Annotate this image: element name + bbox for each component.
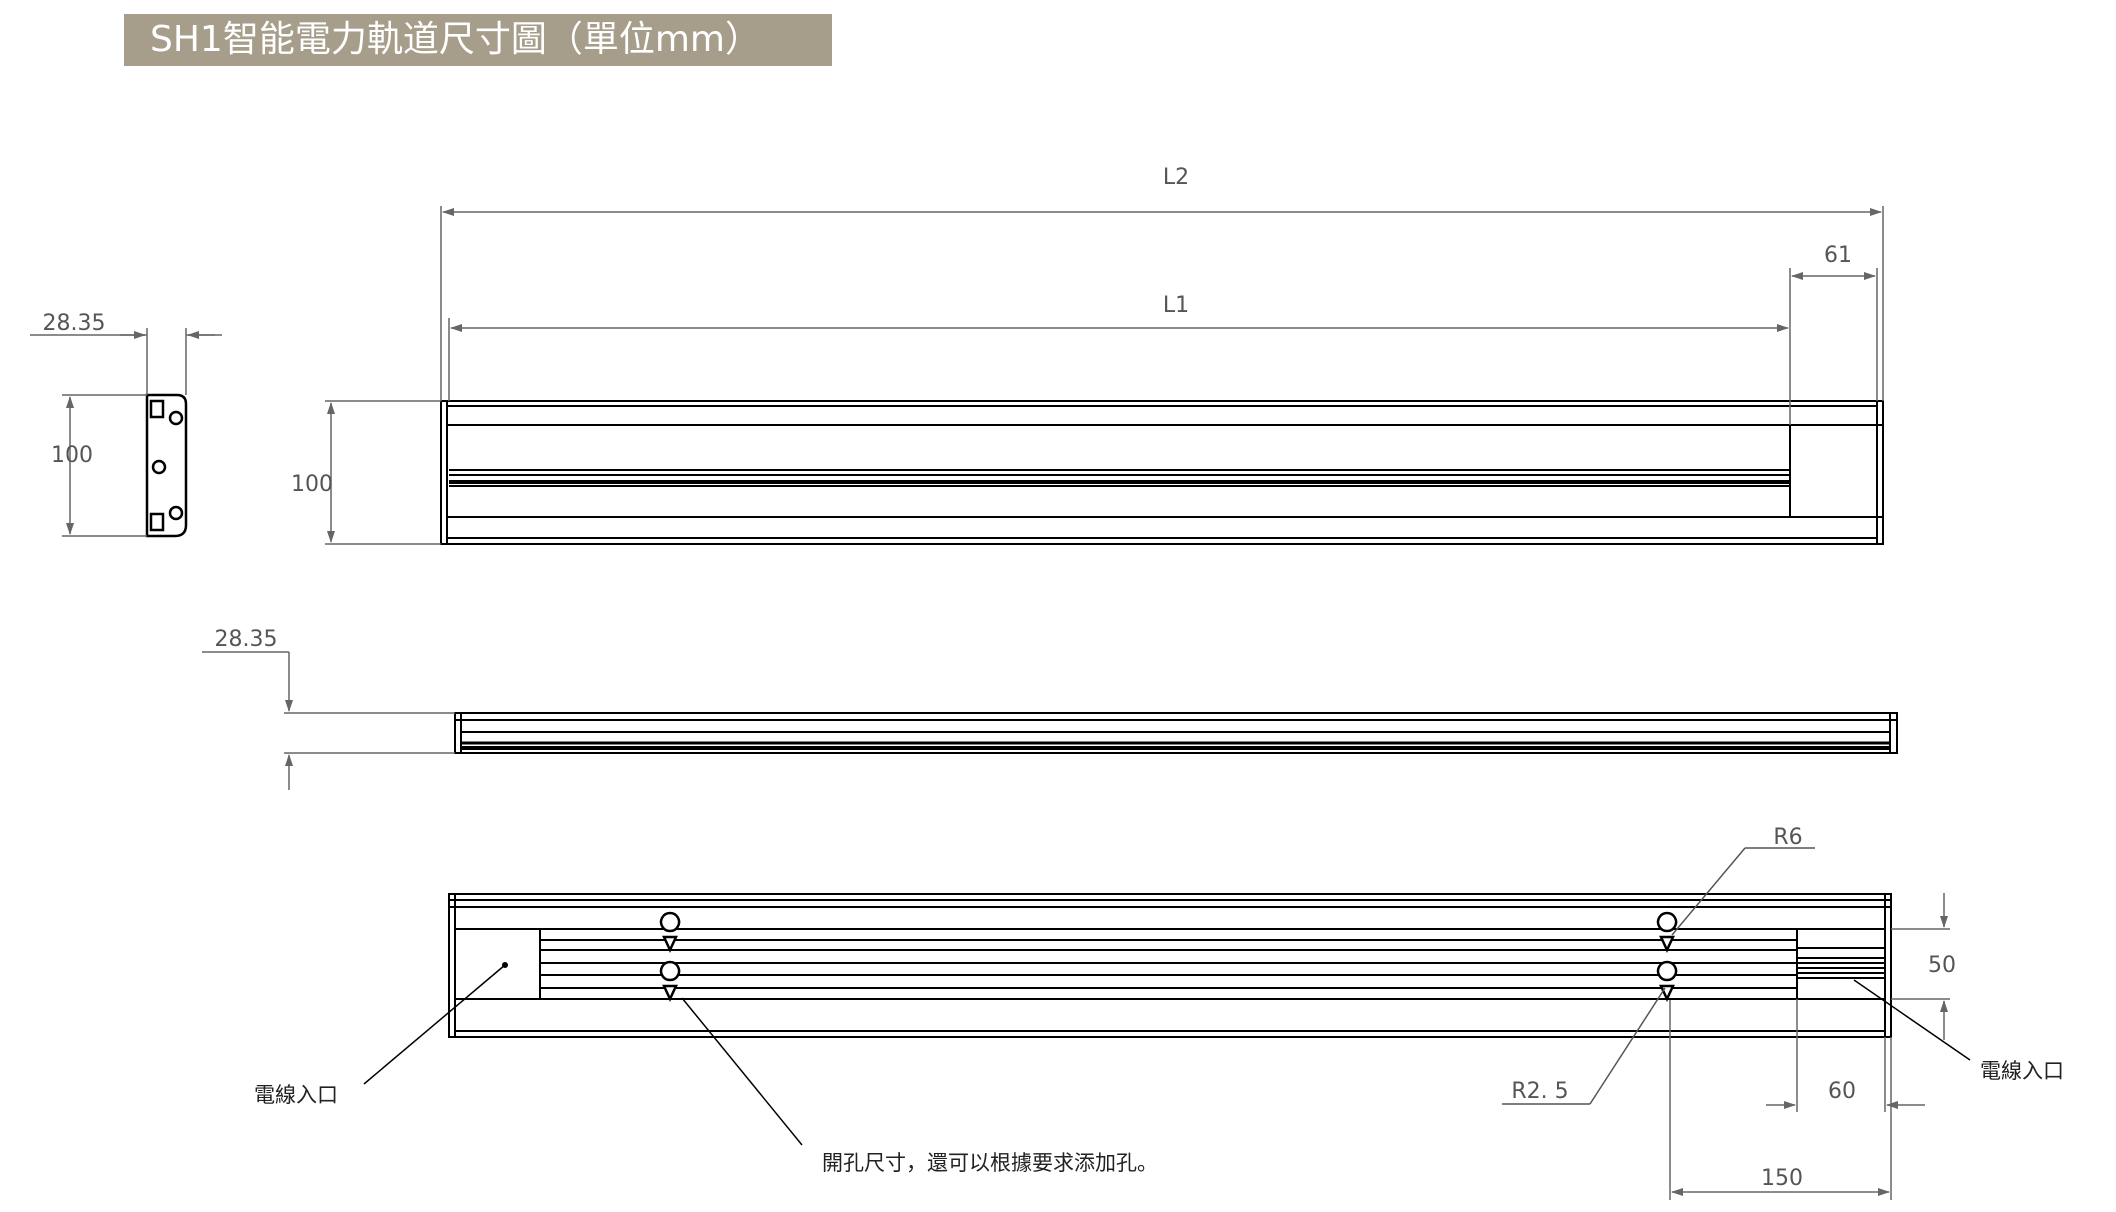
mounting-hole [659, 911, 681, 953]
dimension-61-label: 61 [1824, 243, 1852, 268]
dimension-50 [1891, 893, 1950, 1040]
hole-note-label: 開孔尺寸，還可以根據要求添加孔。 [822, 1151, 1158, 1175]
profile-view [454, 712, 1898, 754]
dimension-150-label: 150 [1761, 1166, 1803, 1191]
dimension-front-height [325, 400, 441, 545]
leader-lines [363, 964, 1971, 1146]
mounting-hole [1656, 911, 1678, 953]
front-view [440, 400, 1884, 545]
front-view-end-cap [1789, 424, 1878, 518]
dimension-l2 [440, 206, 1884, 401]
dimension-150 [1669, 1000, 1892, 1200]
mounting-hole [1656, 960, 1678, 1002]
dimension-side-height-label: 100 [51, 443, 93, 468]
dimension-50-label: 50 [1928, 953, 1956, 978]
dimension-profile-width-label: 28.35 [215, 627, 278, 652]
dimension-l1-label: L1 [1163, 293, 1189, 318]
mounting-hole [659, 960, 681, 1002]
dimension-60-label: 60 [1828, 1079, 1856, 1104]
radius-r6-label: R6 [1773, 825, 1802, 850]
bottom-view [448, 893, 1892, 1038]
front-view-outer [440, 400, 1884, 545]
dimension-side-height [62, 394, 147, 537]
radius-leaders [1502, 847, 1815, 1105]
dimension-side-width-label: 28.35 [43, 311, 106, 336]
side-view [145, 393, 188, 538]
dimension-60 [1766, 999, 1925, 1112]
dimension-61 [1791, 268, 1878, 401]
dimension-profile-width [202, 651, 455, 790]
dimension-l2-label: L2 [1163, 165, 1189, 190]
page-title: SH1智能電力軌道尺寸圖（單位mm） [124, 14, 832, 66]
dimension-front-height-label: 100 [291, 472, 333, 497]
wire-entry-left-box [454, 928, 541, 1000]
dimension-side-width [30, 328, 222, 395]
dimension-l1 [448, 268, 1791, 425]
mounting-holes [659, 911, 1678, 1002]
wire-entry-left-label: 電線入口 [254, 1083, 338, 1107]
radius-r25-label: R2. 5 [1511, 1079, 1568, 1104]
wire-entry-right-label: 電線入口 [1980, 1059, 2064, 1083]
